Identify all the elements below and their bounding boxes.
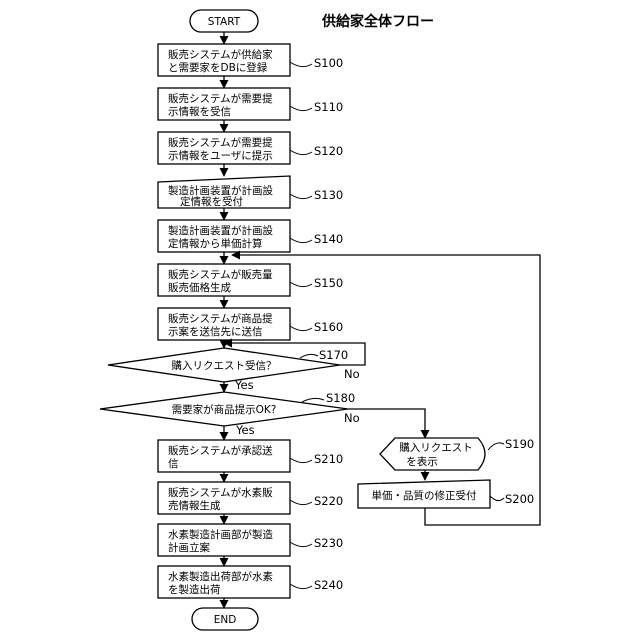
s170-no-label: No bbox=[344, 367, 360, 381]
display-s190: 購入リクエスト を表示 bbox=[380, 438, 485, 470]
process-s100: 販売システムが供給家 と需要家をDBに登録 bbox=[158, 44, 290, 76]
process-s140: 製造計画装置が計画設 定情報から単価計算 bbox=[158, 220, 290, 252]
s240-step-label: S240 bbox=[314, 578, 343, 592]
s230-text-line1: 水素製造計画部が製造 bbox=[168, 528, 273, 541]
decision-s170: 購入リクエスト受信？ bbox=[108, 348, 340, 382]
s170-text: 購入リクエスト受信？ bbox=[172, 359, 277, 372]
s100-text-line2: と需要家をDBに登録 bbox=[168, 61, 268, 74]
s180-yes-label: Yes bbox=[235, 423, 255, 437]
s190-text-line2: を表示 bbox=[406, 455, 438, 468]
s140-step-label: S140 bbox=[314, 232, 343, 246]
s210-text-line1: 販売システムが承認送 bbox=[168, 444, 273, 457]
process-s150: 販売システムが販売量 販売価格生成 bbox=[158, 264, 290, 296]
decision-s180: 需要家が商品提示OK? bbox=[100, 392, 348, 426]
s220-step-label: S220 bbox=[314, 494, 343, 508]
s170-yes-label: Yes bbox=[234, 378, 254, 392]
diagram-title: 供給家全体フロー bbox=[321, 13, 434, 30]
s190-step-label: S190 bbox=[505, 437, 534, 451]
s210-text-line2: 信 bbox=[168, 458, 179, 470]
s100-step-label: S100 bbox=[314, 56, 343, 70]
s120-step-label: S120 bbox=[314, 144, 343, 158]
s110-text-line2: 示情報を受信 bbox=[168, 105, 231, 118]
s110-step-label: S110 bbox=[314, 100, 343, 114]
s170-step-label: S170 bbox=[319, 348, 348, 362]
s160-text-line1: 販売システムが商品提 bbox=[168, 312, 273, 325]
s160-text-line2: 示案を送信先に送信 bbox=[168, 325, 263, 338]
s240-text-line1: 水素製造出荷部が水素 bbox=[168, 570, 273, 583]
process-s110: 販売システムが需要提 示情報を受信 bbox=[158, 88, 290, 120]
s150-text-line1: 販売システムが販売量 bbox=[168, 268, 273, 281]
end-label: END bbox=[214, 614, 237, 626]
s230-step-label: S230 bbox=[314, 536, 343, 550]
s220-text-line1: 販売システムが水素販 bbox=[168, 486, 273, 499]
s230-text-line2: 計画立案 bbox=[168, 541, 210, 554]
process-s230: 水素製造計画部が製造 計画立案 bbox=[158, 524, 290, 556]
s200-text: 単価・品質の修正受付 bbox=[372, 489, 477, 502]
s180-no-label: No bbox=[344, 411, 360, 425]
s180-step-label: S180 bbox=[326, 391, 355, 405]
s180-text: 需要家が商品提示OK? bbox=[172, 403, 277, 416]
manual-input-s200: 単価・品質の修正受付 bbox=[358, 480, 490, 508]
s130-step-label: S130 bbox=[314, 188, 343, 202]
s140-text-line1: 製造計画装置が計画設 bbox=[168, 224, 273, 237]
process-s220: 販売システムが水素販 売情報生成 bbox=[158, 482, 290, 514]
s190-text-line1: 購入リクエスト bbox=[399, 441, 473, 454]
s160-step-label: S160 bbox=[314, 320, 343, 334]
s120-text-line1: 販売システムが需要提 bbox=[168, 136, 273, 149]
s220-text-line2: 売情報生成 bbox=[168, 499, 221, 512]
process-s160: 販売システムが商品提 示案を送信先に送信 bbox=[158, 308, 290, 340]
s150-text-line2: 販売価格生成 bbox=[168, 281, 231, 294]
end-terminal: END bbox=[192, 608, 258, 630]
process-s210: 販売システムが承認送 信 bbox=[158, 440, 290, 472]
s120-text-line2: 示情報をユーザに提示 bbox=[168, 149, 273, 162]
process-s120: 販売システムが需要提 示情報をユーザに提示 bbox=[158, 132, 290, 164]
start-terminal: START bbox=[190, 10, 258, 32]
s140-text-line2: 定情報から単価計算 bbox=[168, 237, 263, 250]
start-label: START bbox=[208, 16, 241, 28]
s240-text-line2: を製造出荷 bbox=[168, 583, 221, 596]
s100-text-line1: 販売システムが供給家 bbox=[168, 48, 273, 61]
manual-input-s130: 製造計画装置が計画設 定情報を受付 bbox=[158, 176, 290, 208]
s210-step-label: S210 bbox=[314, 452, 343, 466]
s130-text-line2: 定情報を受付 bbox=[180, 195, 243, 208]
s150-step-label: S150 bbox=[314, 276, 343, 290]
s110-text-line1: 販売システムが需要提 bbox=[168, 92, 273, 105]
s200-step-label: S200 bbox=[505, 492, 534, 506]
process-s240: 水素製造出荷部が水素 を製造出荷 bbox=[158, 566, 290, 598]
